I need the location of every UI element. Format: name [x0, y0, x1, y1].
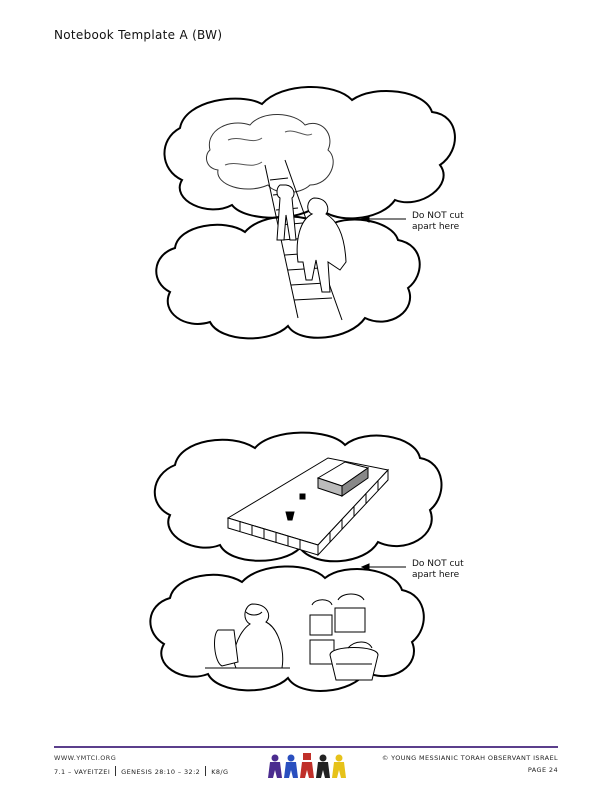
footer-level: K8/G	[211, 768, 229, 776]
footer-separator	[115, 766, 117, 776]
footer-copyright: © YOUNG MESSIANIC TORAH OBSERVANT ISRAEL	[381, 754, 558, 762]
footer-page-number: PAGE 24	[527, 766, 558, 774]
logo-figure	[268, 754, 282, 778]
cut-note-line: apart here	[412, 222, 460, 232]
arrow-left-icon	[360, 215, 406, 223]
footer-reference: GENESIS 28:10 – 32:2	[121, 768, 201, 776]
footer-portion: 7.1 – VAYEITZEI	[54, 768, 111, 776]
cloud-bottom-upper	[153, 431, 443, 563]
cloud-top-lower	[155, 215, 421, 340]
footer-divider	[54, 746, 558, 748]
cut-note-bottom: Do NOT cut apart here	[412, 559, 464, 581]
cut-note-top: Do NOT cut apart here	[412, 211, 464, 233]
footer-parsha-info: 7.1 – VAYEITZEI GENESIS 28:10 – 32:2 K8/G	[54, 766, 228, 776]
cut-note-line: Do NOT cut	[412, 211, 464, 221]
ymtoi-logo	[268, 753, 346, 778]
cloud-top-upper	[163, 85, 456, 220]
cut-note-line: apart here	[412, 570, 460, 580]
logo-figure	[316, 754, 330, 778]
footer-site-link[interactable]: WWW.YMTCI.ORG	[54, 754, 117, 762]
logo-figure	[300, 753, 314, 778]
ladder-dream-illustration	[205, 114, 347, 321]
logo-figure	[284, 754, 298, 778]
footer-separator	[205, 766, 207, 776]
cut-note-line: Do NOT cut	[412, 559, 464, 569]
shepherd-and-baskets-illustration	[205, 593, 379, 681]
page-title: Notebook Template A (BW)	[54, 28, 223, 42]
logo-figure	[332, 754, 346, 778]
cloud-bottom-lower	[149, 565, 425, 692]
camp-tabernacle-illustration	[226, 457, 389, 557]
